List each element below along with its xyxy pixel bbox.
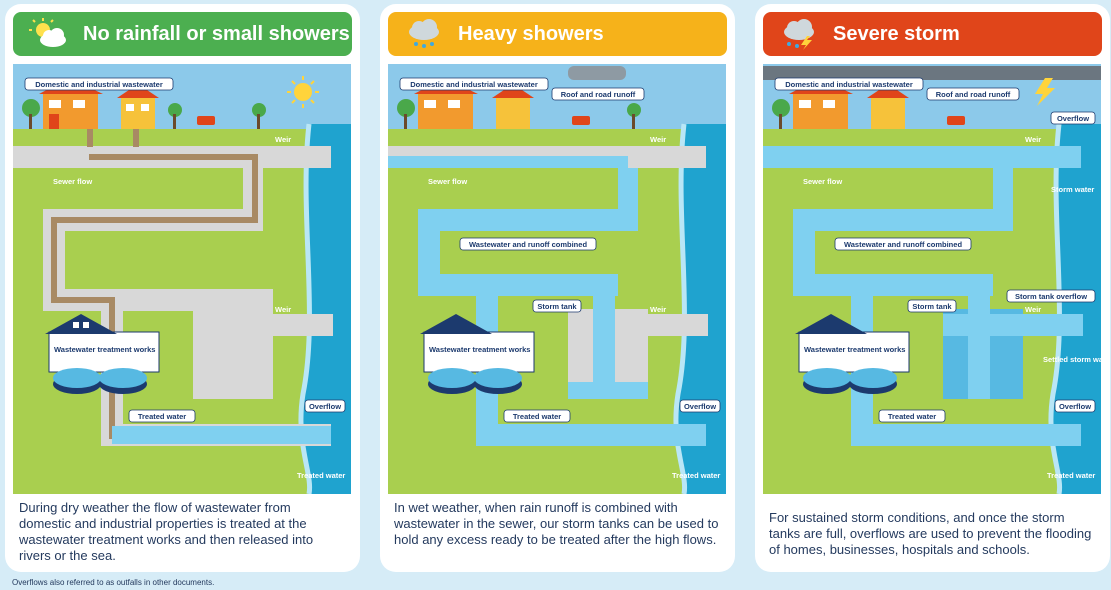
panel-title: No rainfall or small showers xyxy=(83,22,350,45)
label-roof-runoff: Roof and road runoff xyxy=(936,90,1011,99)
label-wwtw: Wastewater treatment works xyxy=(804,345,905,354)
label-combined: Wastewater and runoff combined xyxy=(844,240,962,249)
panel-description: During dry weather the flow of wastewate… xyxy=(19,500,314,563)
label-sewer-flow: Sewer flow xyxy=(428,177,467,186)
label-wwtw: Wastewater treatment works xyxy=(54,345,155,354)
houses xyxy=(772,78,965,129)
label-treated: Treated water xyxy=(138,412,186,421)
sewer-pipes xyxy=(763,146,1083,446)
panel-banner: Heavy showers xyxy=(388,12,727,56)
footnote: Overflows also referred to as outfalls i… xyxy=(12,578,215,587)
diagram-scene: Domestic and industrial wastewater Roof … xyxy=(388,64,726,494)
panel-severe-storm: Severe storm xyxy=(755,4,1110,572)
treatment-works xyxy=(45,314,160,394)
label-treated-out: Treated water xyxy=(672,471,720,480)
panel-heavy-showers: Heavy showers xyxy=(380,4,735,572)
storm-cloud-icon xyxy=(784,19,814,50)
label-overflow: Overflow xyxy=(684,402,716,411)
label-weir-2: Weir xyxy=(650,305,666,314)
label-weir: Weir xyxy=(1025,135,1041,144)
label-treated-out: Treated water xyxy=(1047,471,1095,480)
label-roof-runoff: Roof and road runoff xyxy=(561,90,636,99)
treatment-works xyxy=(420,314,535,394)
lightning-icon xyxy=(1035,78,1055,106)
label-treated: Treated water xyxy=(513,412,561,421)
label-settled: Settled storm water xyxy=(1043,355,1101,364)
panel-title: Heavy showers xyxy=(458,22,604,45)
sun-icon xyxy=(287,76,319,108)
panel-banner: No rainfall or small showers xyxy=(13,12,352,56)
label-wwtw: Wastewater treatment works xyxy=(429,345,530,354)
panel-banner: Severe storm xyxy=(763,12,1102,56)
label-domestic: Domestic and industrial wastewater xyxy=(785,80,913,89)
label-weir: Weir xyxy=(650,135,666,144)
label-storm-tank-overflow: Storm tank overflow xyxy=(1015,292,1087,301)
label-weir: Weir xyxy=(275,135,291,144)
panel-description: For sustained storm conditions, and once… xyxy=(769,510,1092,557)
label-weir-2: Weir xyxy=(1025,305,1041,314)
diagram-scene: Domestic and industrial wastewater Weir … xyxy=(13,64,351,494)
rain-cloud-icon xyxy=(409,19,439,48)
panel-description: In wet weather, when rain runoff is comb… xyxy=(394,500,719,547)
label-combined: Wastewater and runoff combined xyxy=(469,240,587,249)
label-overflow: Overflow xyxy=(309,402,341,411)
panel-title: Severe storm xyxy=(833,22,960,45)
label-treated-out: Treated water xyxy=(297,471,345,480)
label-storm-tank: Storm tank xyxy=(537,302,577,311)
label-weir-2: Weir xyxy=(275,305,291,314)
label-storm-tank: Storm tank xyxy=(912,302,952,311)
label-treated: Treated water xyxy=(888,412,936,421)
label-domestic: Domestic and industrial wastewater xyxy=(35,80,163,89)
label-storm-water: Storm water xyxy=(1051,185,1094,194)
label-sewer-flow: Sewer flow xyxy=(803,177,842,186)
label-overflow: Overflow xyxy=(1059,402,1091,411)
panel-no-rainfall: No rainfall or small showers xyxy=(5,4,360,572)
houses xyxy=(397,78,641,129)
label-domestic: Domestic and industrial wastewater xyxy=(410,80,538,89)
diagram-scene: Domestic and industrial wastewater Roof … xyxy=(763,64,1101,494)
label-overflow-top: Overflow xyxy=(1057,114,1089,123)
sewer-pipes xyxy=(13,129,333,446)
treatment-works xyxy=(795,314,910,394)
label-sewer-flow: Sewer flow xyxy=(53,177,92,186)
sun-cloud-icon xyxy=(29,18,66,47)
